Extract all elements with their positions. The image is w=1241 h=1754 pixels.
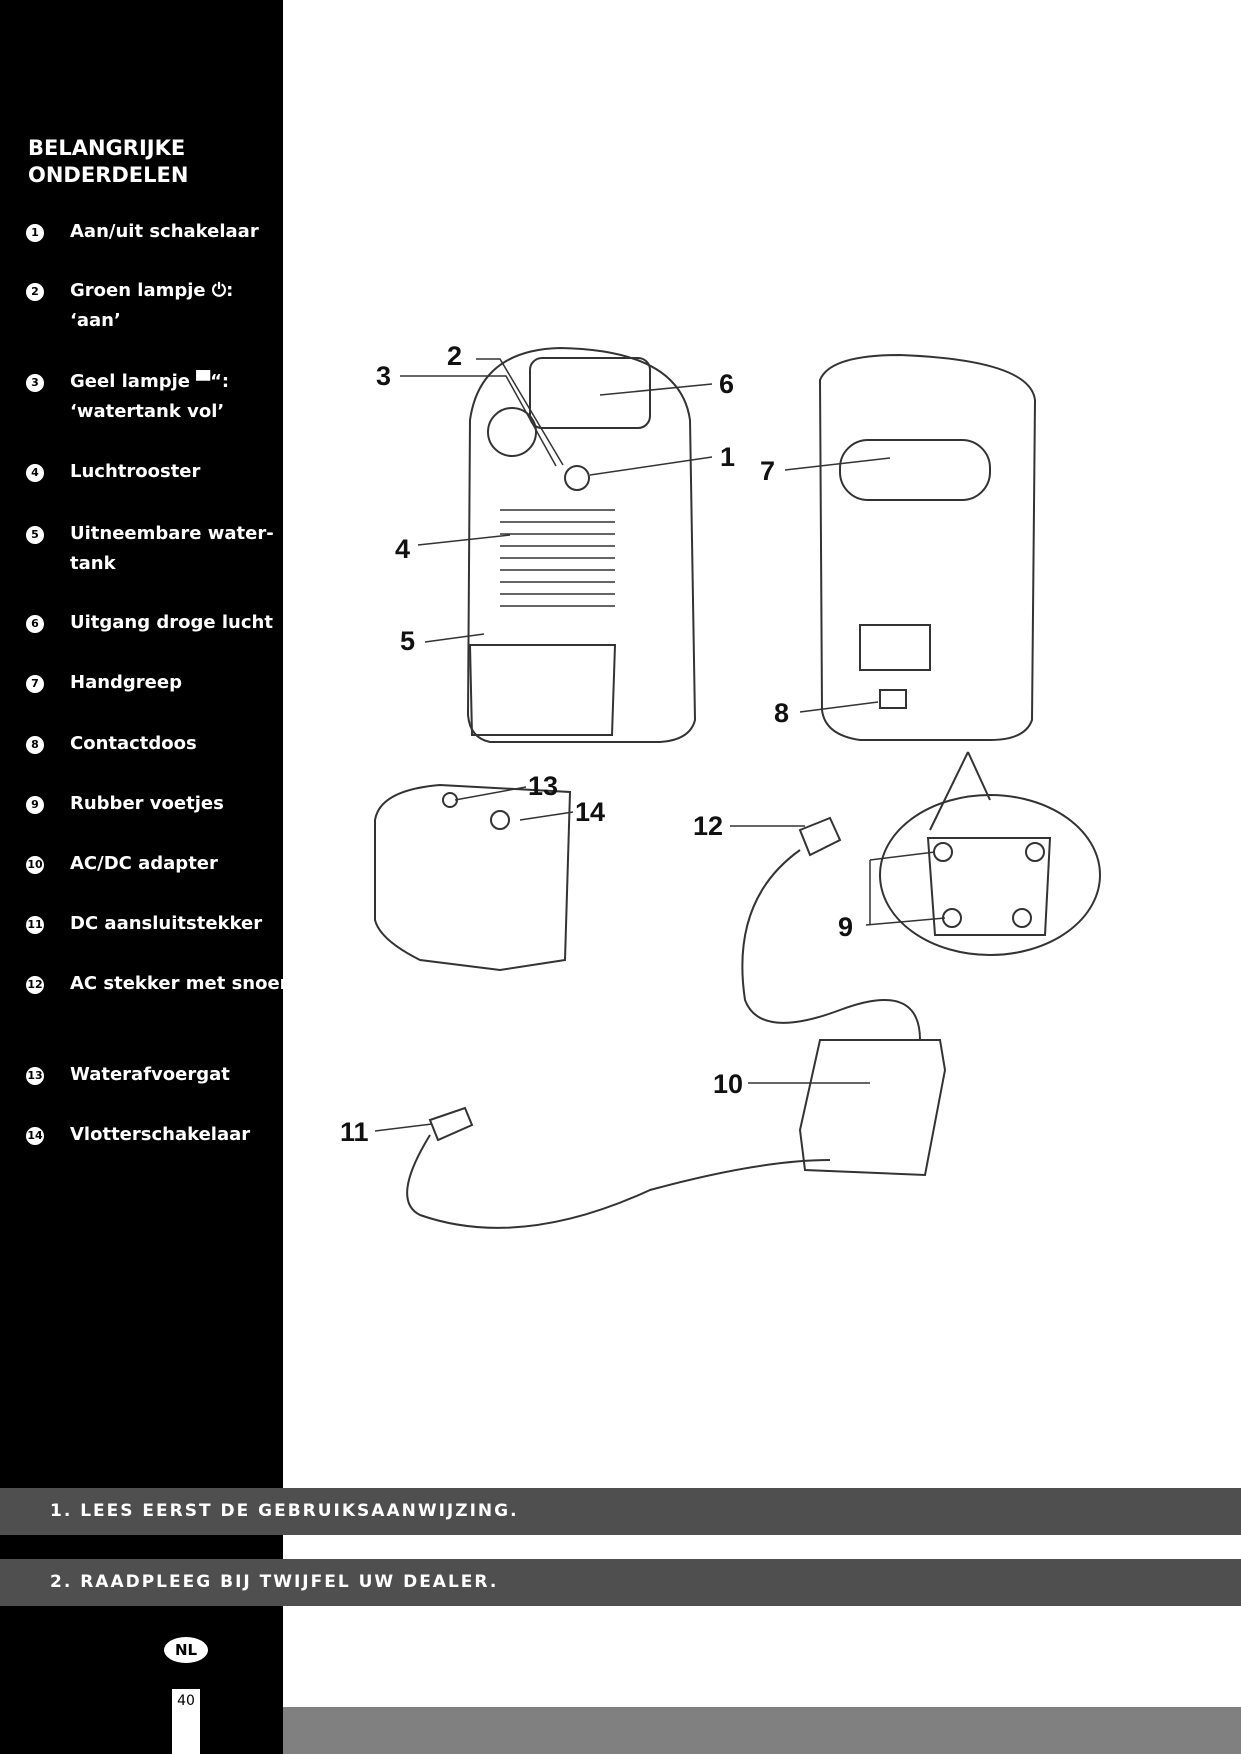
- power-switch: [564, 465, 590, 491]
- part-label: Contactdoos: [70, 733, 197, 754]
- callout-10: 10: [713, 1069, 743, 1099]
- dry-air-outlet: [529, 357, 651, 429]
- part-number: 5: [26, 526, 44, 544]
- feet-detail: [879, 794, 1101, 956]
- page-number: 40: [177, 1693, 195, 1709]
- part-label: Handgreep: [70, 672, 182, 693]
- callout-6: 6: [719, 369, 734, 399]
- callout-8: 8: [774, 698, 789, 728]
- callout-1: 1: [720, 442, 735, 472]
- part-label: Aan/uit schakelaar: [70, 221, 259, 242]
- part-number: 7: [26, 675, 44, 693]
- part-number: 8: [26, 736, 44, 754]
- air-grille: [500, 509, 615, 607]
- part-label: AC stekker met snoer: [70, 973, 289, 994]
- ac-cable: [741, 849, 921, 1041]
- callout-4: 4: [395, 534, 410, 564]
- callout-labels: 1 2 3 4 5 6 7 8 9 10 11 12 13 14: [340, 341, 853, 1147]
- callout-3: 3: [376, 361, 391, 391]
- part-label: Waterafvoergat: [70, 1064, 230, 1085]
- part-label: Uitgang droge lucht: [70, 612, 273, 633]
- callout-7: 7: [760, 456, 775, 486]
- part-label: Groen lampje ⏻: ‘aan’: [70, 280, 234, 331]
- callout-11: 11: [340, 1117, 369, 1147]
- part-number: 13: [26, 1067, 44, 1085]
- part-label: Vlotterschakelaar: [70, 1124, 251, 1145]
- callout-5: 5: [400, 626, 415, 656]
- ac-plug: [798, 816, 842, 857]
- part-label: Luchtrooster: [70, 461, 201, 482]
- part-label: Geel lampje ▀“: ‘watertank vol’: [70, 371, 230, 422]
- part-number: 6: [26, 615, 44, 633]
- adapter: [798, 1039, 947, 1177]
- notice-ask-dealer: 2. RAADPLEEG BIJ TWIJFEL UW DEALER.: [0, 1559, 1241, 1606]
- front-knob: [487, 407, 537, 457]
- detail-pointer: [929, 751, 991, 831]
- part-number: 1: [26, 224, 44, 242]
- part-label: DC aansluitstekker: [70, 913, 263, 934]
- part-number: 11: [26, 916, 44, 934]
- part-number: 14: [26, 1127, 44, 1145]
- socket: [879, 689, 907, 709]
- back-unit-body: [818, 353, 1037, 741]
- part-number: 2: [26, 283, 44, 301]
- dc-cable: [406, 1134, 831, 1229]
- part-label: Uitneembare water-tank: [70, 523, 274, 574]
- language-badge: NL: [164, 1637, 208, 1663]
- part-number: 9: [26, 796, 44, 814]
- notice-text: 2. RAADPLEEG BIJ TWIJFEL UW DEALER.: [50, 1572, 499, 1592]
- part-number: 3: [26, 374, 44, 392]
- callout-2: 2: [447, 341, 462, 371]
- callout-9: 9: [838, 912, 853, 942]
- callout-14: 14: [575, 797, 605, 827]
- notice-text: 1. LEES EERST DE GEBRUIKSAANWIJZING.: [50, 1501, 519, 1521]
- part-label: Rubber voetjes: [70, 793, 224, 814]
- part-label: AC/DC adapter: [70, 853, 218, 874]
- label-plate: [859, 624, 931, 671]
- sidebar: BELANGRIJKE ONDERDELEN 1 Aan/uit schakela…: [0, 0, 289, 1754]
- notice-read-manual: 1. LEES EERST DE GEBRUIKSAANWIJZING.: [0, 1488, 1241, 1535]
- part-number: 10: [26, 856, 44, 874]
- part-number: 12: [26, 976, 44, 994]
- part-number: 4: [26, 464, 44, 482]
- water-tank: [468, 644, 617, 736]
- handle: [839, 439, 991, 501]
- dc-plug: [428, 1106, 474, 1142]
- footer-bar: [283, 1707, 1241, 1754]
- front-unit-body: [466, 346, 697, 743]
- sidebar-heading: BELANGRIJKE ONDERDELEN: [28, 136, 189, 187]
- page-number-box: 40: [172, 1689, 200, 1754]
- callout-12: 12: [693, 811, 723, 841]
- removed-tank: [374, 783, 572, 972]
- callout-13: 13: [528, 771, 558, 801]
